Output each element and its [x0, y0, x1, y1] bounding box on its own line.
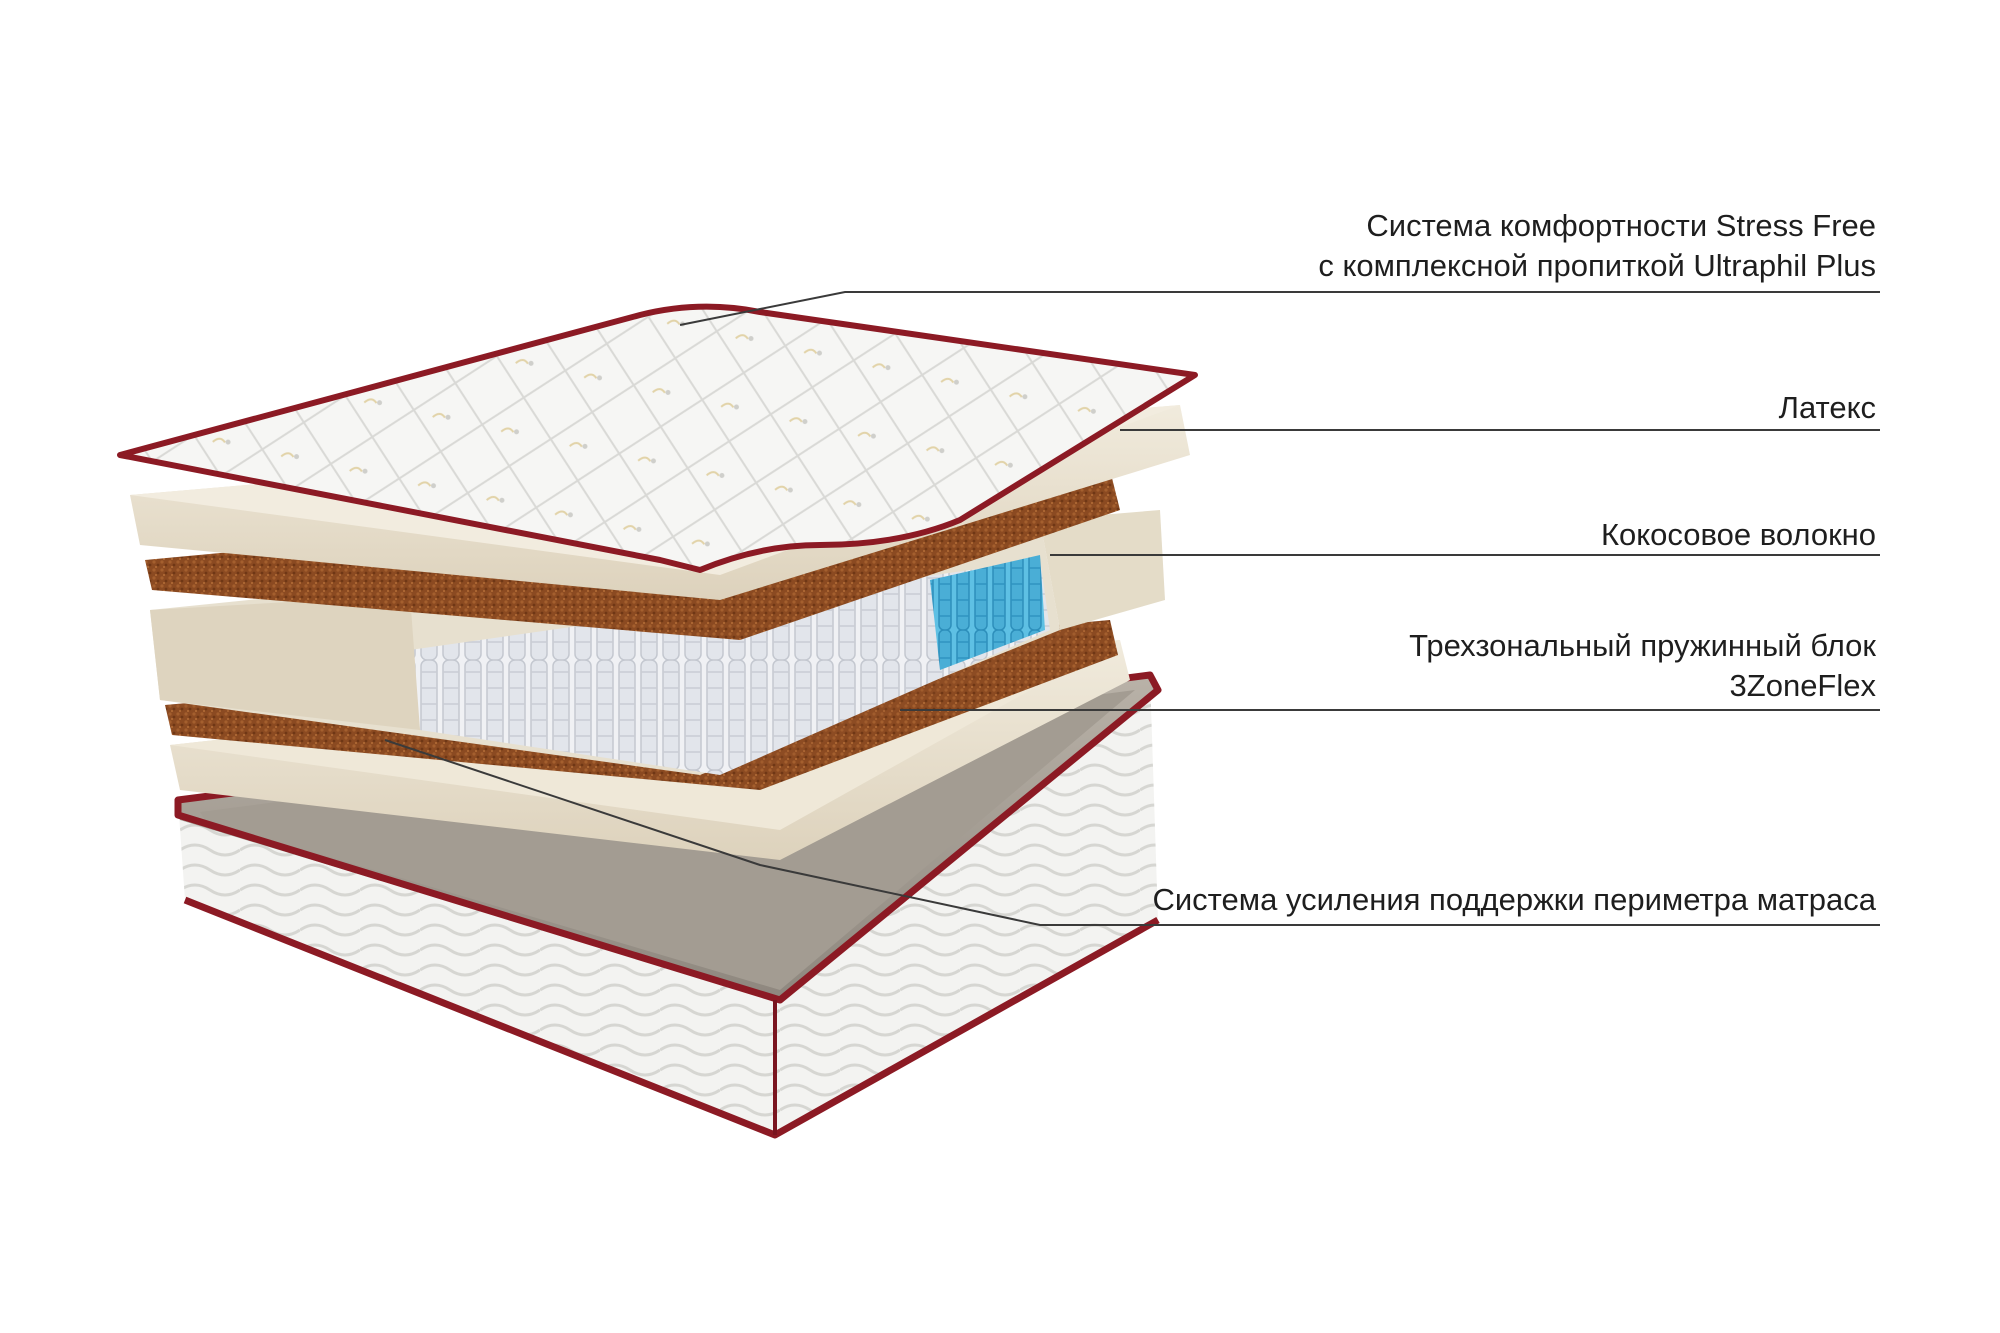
label-top-cover: Система комфортности Stress Free с компл…: [1318, 206, 1876, 286]
label-perimeter-support: Система усиления поддержки периметра мат…: [1152, 880, 1876, 920]
label-spring-block: Трехзональный пружинный блок 3ZoneFlex: [1409, 626, 1876, 706]
label-latex: Латекс: [1779, 388, 1876, 428]
callout-top-cover: [680, 292, 1880, 325]
label-coconut-fiber: Кокосовое волокно: [1601, 515, 1876, 555]
